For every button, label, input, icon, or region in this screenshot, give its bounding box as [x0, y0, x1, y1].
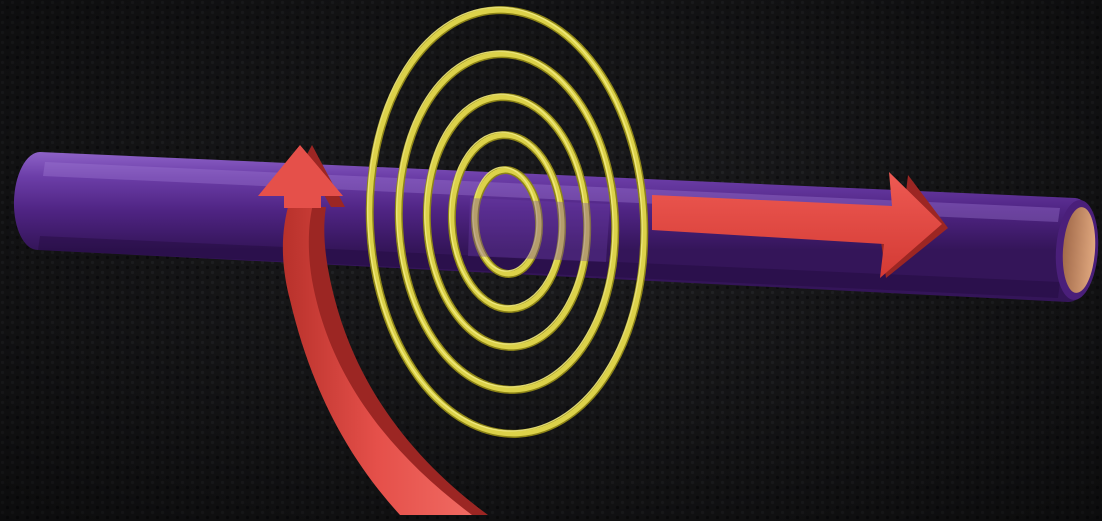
wire-front-shade [468, 198, 610, 262]
